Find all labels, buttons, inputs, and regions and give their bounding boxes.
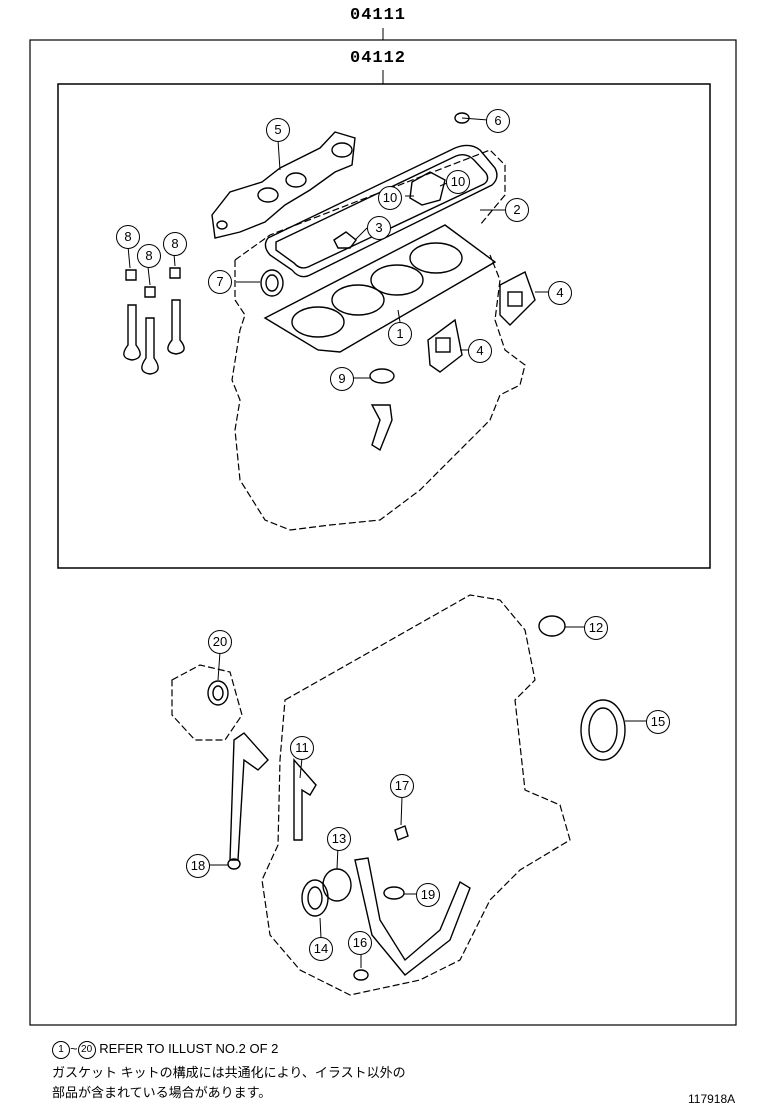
gasket-11 — [293, 758, 317, 841]
washer-16 — [353, 969, 369, 981]
valve-left — [123, 304, 141, 361]
valve-right — [167, 299, 185, 355]
jp-note-line-2: 部品が含まれている場合があります。 — [52, 1085, 272, 1100]
callout-8-left: 8 — [116, 225, 140, 249]
seal-20 — [207, 680, 229, 706]
bore-4 — [409, 242, 463, 274]
oil-seal-7 — [260, 269, 284, 297]
gasket-4-lower — [427, 318, 463, 373]
callout-20: 20 — [208, 630, 232, 654]
callout-4-right: 4 — [548, 281, 572, 305]
o-ring-13 — [322, 868, 352, 902]
callout-19: 19 — [416, 883, 440, 907]
callout-4-lower: 4 — [468, 339, 492, 363]
callout-11: 11 — [290, 736, 314, 760]
part-6 — [454, 112, 470, 124]
bore-2 — [331, 284, 385, 316]
seal-15 — [580, 699, 626, 761]
seal-9 — [369, 368, 395, 384]
head-gasket — [263, 224, 497, 353]
fitting-10 — [409, 171, 446, 206]
plug-17 — [394, 825, 409, 841]
callout-10-left: 10 — [378, 186, 402, 210]
outer-kit-code: 04111 — [350, 6, 407, 25]
callout-15: 15 — [646, 710, 670, 734]
part-3 — [333, 231, 357, 249]
callout-9: 9 — [330, 367, 354, 391]
leader-lines — [127, 117, 648, 968]
jp-note-line-1: ガスケット キットの構成には共通化により、イラスト以外の — [52, 1065, 406, 1080]
callout-17: 17 — [390, 774, 414, 798]
inner-kit-frame — [57, 83, 711, 569]
callout-12: 12 — [584, 616, 608, 640]
callout-3: 3 — [367, 216, 391, 240]
callout-18: 18 — [186, 854, 210, 878]
inner-kit-code: 04112 — [350, 49, 407, 68]
callout-5: 5 — [266, 118, 290, 142]
o-ring-18 — [227, 858, 241, 870]
range-end-callout: 20 — [77, 1040, 96, 1059]
callout-13: 13 — [327, 827, 351, 851]
cylinder-block-engine — [171, 594, 571, 996]
bore-3 — [370, 264, 424, 296]
seal-14 — [301, 879, 329, 917]
illustration-number: 117918A — [688, 1092, 736, 1106]
seal-12 — [538, 615, 566, 637]
callout-16: 16 — [348, 931, 372, 955]
callout-7: 7 — [208, 270, 232, 294]
bore-1 — [291, 306, 345, 338]
callout-14: 14 — [309, 937, 333, 961]
frames — [29, 28, 737, 1026]
refer-text: REFER TO ILLUST NO.2 OF 2 — [99, 1041, 279, 1056]
callout-2: 2 — [505, 198, 529, 222]
callout-6: 6 — [486, 109, 510, 133]
valve-cover-gasket — [264, 144, 498, 278]
manifold-gasket — [211, 131, 356, 239]
gasket-4-right — [499, 271, 536, 326]
callout-1: 1 — [388, 322, 412, 346]
callout-8-mid: 8 — [137, 244, 161, 268]
block-parts — [207, 615, 626, 981]
dipstick-guide — [229, 732, 269, 861]
valve-mid — [141, 317, 159, 375]
callout-10-right: 10 — [446, 170, 470, 194]
refer-note: 1~20 REFER TO ILLUST NO.2 OF 2 — [52, 1039, 278, 1059]
range-start-callout: 1 — [52, 1040, 70, 1059]
head-parts — [123, 112, 536, 452]
washer-19 — [383, 886, 405, 900]
range-tilde: ~ — [70, 1041, 78, 1056]
callout-8-right: 8 — [163, 232, 187, 256]
cylinder-head-engine — [231, 149, 526, 531]
